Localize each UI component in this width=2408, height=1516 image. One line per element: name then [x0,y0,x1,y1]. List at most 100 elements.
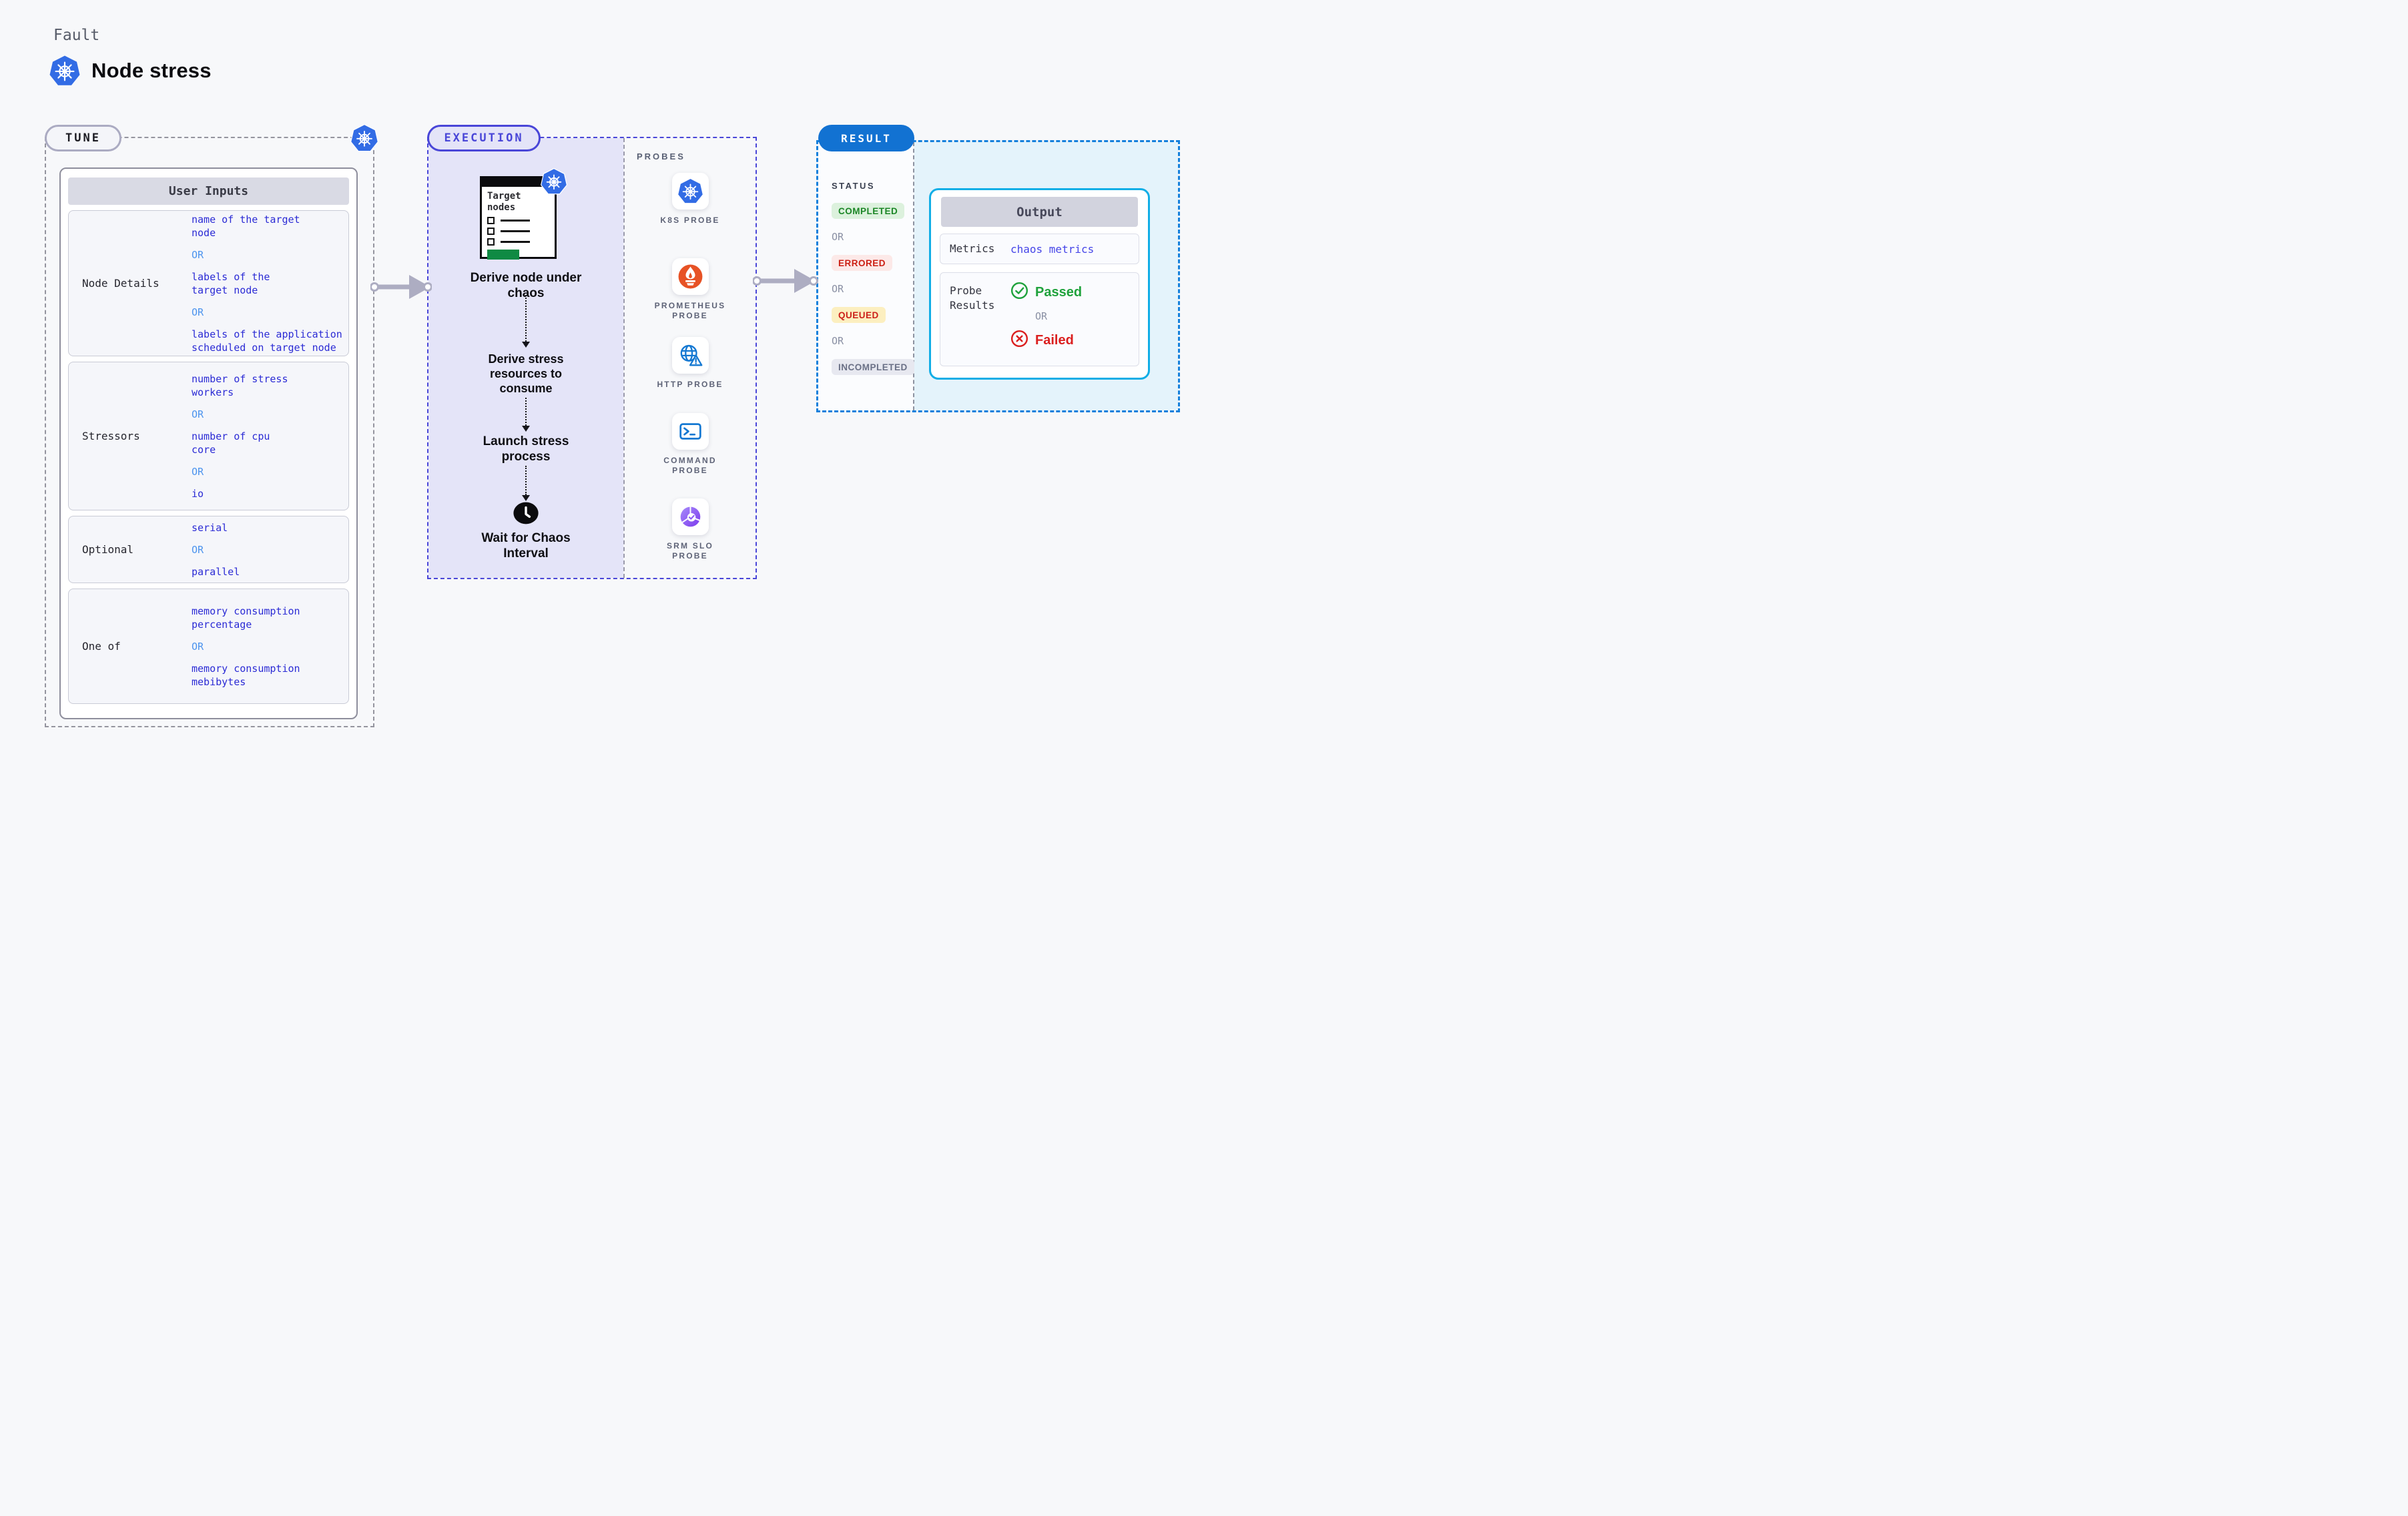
checkbox-icon [487,228,495,235]
metrics-row: Metrics chaos metrics [940,234,1139,264]
probe-results-row: Probe Results Passed OR Failed [940,272,1139,366]
output-card: Output Metrics chaos metrics Probe Resul… [929,188,1150,380]
or-separator: OR [832,231,844,243]
probe-label: COMMAND PROBE [663,456,717,475]
kubernetes-icon [671,173,709,210]
checklist-line [501,220,530,222]
user-inputs-table: User Inputs Node Details name of the targ… [59,167,358,719]
status-badge: INCOMPLETED [832,359,914,375]
title-row: Node stress [49,55,212,87]
srm-slo-probe-icon [671,498,709,535]
flow-step-launch-stress: Launch stress process [483,434,569,464]
input-option: name of the target node [192,213,300,239]
target-nodes-clipboard-icon: Target nodes [480,176,557,260]
input-option: number of cpu core [192,430,270,456]
failed-line: Failed [1010,330,1139,351]
flow-down-arrow [522,398,530,432]
execution-to-result-arrow [753,269,818,293]
tune-section-pill: TUNE [45,125,121,151]
user-input-row-label: Node Details [82,277,160,290]
flow-step-derive-stress: Derive stress resources to consume [488,352,564,395]
http-probe-icon [671,337,709,374]
flow-down-arrow [522,295,530,348]
or-separator: OR [832,283,844,295]
checklist-row [487,238,549,246]
probe-item: PROMETHEUS PROBE [625,258,756,321]
input-option: serial [192,521,228,534]
clipboard-green-bar [487,250,519,260]
probe-results-or: OR [1035,310,1048,322]
flow-step-wait-interval: Wait for Chaos Interval [481,531,571,560]
checkbox-icon [487,238,495,246]
probe-item: COMMAND PROBE [625,413,756,476]
clipboard-title: Target nodes [487,191,521,213]
user-input-row-label: Stressors [82,430,140,442]
page-title: Node stress [91,59,212,82]
input-option: parallel [192,565,240,578]
probe-item: K8S PROBE [625,173,756,226]
input-option: number of stress workers [192,372,288,398]
or-separator: OR [192,408,204,420]
check-circle-icon [1010,282,1028,303]
or-separator: OR [192,248,204,261]
probe-label: HTTP PROBE [657,380,723,389]
status-badge: ERRORED [832,255,893,271]
passed-label: Passed [1035,284,1083,300]
probe-results-label: Probe Results [950,284,995,312]
input-option: io [192,487,204,500]
command-probe-icon [671,413,709,450]
or-separator: OR [192,306,204,318]
failed-label: Failed [1035,332,1074,348]
x-circle-icon [1010,330,1028,351]
flow-step-derive-node: Derive node under chaos [470,271,582,300]
checklist-line [501,230,530,232]
flow-down-arrow [522,466,530,501]
status-badge: QUEUED [832,307,886,323]
checklist-row [487,228,549,235]
or-separator: OR [192,543,204,556]
kubernetes-icon [540,167,568,195]
checklist-row [487,217,549,224]
checklist-line [501,241,530,243]
passed-line: Passed [1010,282,1139,303]
checkbox-icon [487,217,495,224]
kubernetes-icon [350,123,379,152]
clipboard-top-bar [480,176,557,185]
kubernetes-icon [49,55,81,87]
or-separator: OR [192,465,204,478]
node-stress-fault-diagram: Fault Node stress TUNE User Inputs Node … [0,0,1204,758]
probes-label: PROBES [637,151,685,161]
tune-section-box [45,137,374,727]
probe-results-values: Passed OR Failed [1010,273,1139,366]
fault-eyebrow: Fault [53,27,100,44]
probe-item: SRM SLO PROBE [625,498,756,561]
tune-to-execution-arrow [370,275,432,299]
user-inputs-header: User Inputs [68,177,349,205]
probe-label: PROMETHEUS PROBE [654,301,726,320]
clock-icon [513,502,539,524]
metrics-label: Metrics [950,242,995,255]
execution-section-pill: EXECUTION [427,125,541,151]
probes-box: PROBES K8S PROBE PROMETHEUS PROBE HTTP PRO… [623,138,756,578]
execution-section-box: PROBES K8S PROBE PROMETHEUS PROBE HTTP PRO… [427,137,757,579]
or-separator: OR [192,640,204,653]
input-option: labels of the target node [192,270,270,296]
result-section-pill: RESULT [818,125,914,151]
status-badge: COMPLETED [832,203,905,219]
output-card-header: Output [941,197,1138,227]
metrics-value: chaos metrics [1010,242,1095,256]
input-option: labels of the application scheduled on t… [192,328,342,354]
prometheus-icon [671,258,709,295]
or-separator: OR [832,335,844,347]
